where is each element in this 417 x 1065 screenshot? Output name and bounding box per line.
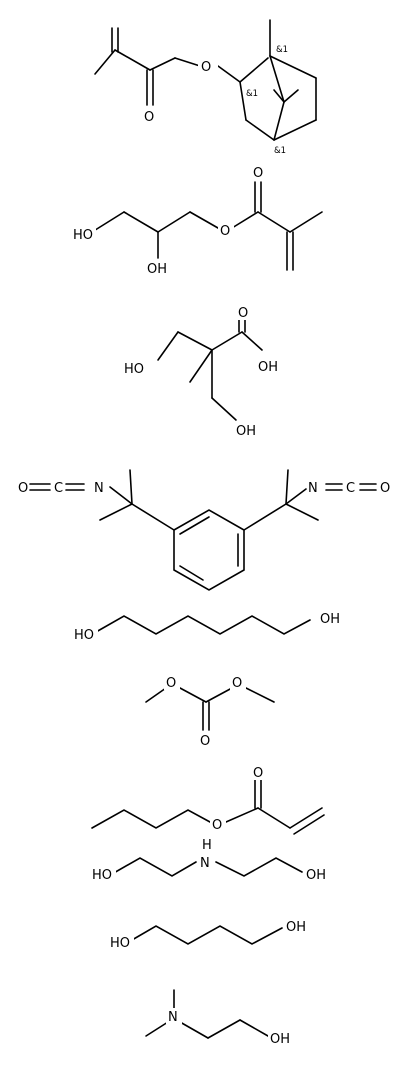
atom-o-ester: O: [212, 818, 222, 833]
atom-oh-right: OH: [306, 868, 326, 883]
molecule-dimethyl-carbonate: O O O: [145, 674, 275, 749]
atom-oh-right: OH: [286, 920, 306, 935]
atom-oh-acid: OH: [258, 360, 278, 375]
atom-oh1: HO: [73, 228, 93, 243]
atom-o-carbonyl: O: [253, 766, 263, 781]
atom-oh-left: HO: [124, 362, 144, 377]
atom-oh-left: HO: [92, 868, 112, 883]
molecule-diethanolamine: HO H N OH: [90, 838, 330, 883]
atom-oh: OH: [270, 1032, 290, 1047]
atom-o-ester: O: [220, 224, 230, 239]
molecule-glycerol-monomethacrylate: HO OH O O: [72, 164, 323, 277]
atom-o-carbonyl: O: [253, 166, 263, 181]
atom-oh-right: OH: [320, 612, 340, 627]
molecule-butyl-acrylate: O O: [91, 764, 325, 835]
molecule-hexanediol: HO OH: [72, 610, 344, 643]
atom-o-carbonyl: O: [238, 306, 248, 321]
stereo-label: &1: [274, 146, 286, 156]
atom-nh: H: [202, 838, 212, 853]
atom-c-left: C: [54, 481, 63, 496]
molecule-dimethylolpropionic-acid: O OH HO OH: [122, 304, 282, 439]
atom-o-carbonyl: O: [200, 734, 210, 749]
molecule-dimethylaminoethanol: N OH: [145, 989, 294, 1047]
atom-o-right: O: [232, 676, 242, 691]
molecule-tmxdi: O C N N C O: [18, 469, 390, 591]
atom-c-right: C: [346, 481, 355, 496]
stereo-label: &1: [276, 45, 288, 55]
atom-n-right: N: [308, 481, 318, 496]
atom-o-right: O: [380, 481, 390, 496]
atom-oh-left: HO: [74, 628, 94, 643]
atom-n-left: N: [94, 481, 104, 496]
stereo-label: &1: [246, 89, 258, 99]
atom-o-left: O: [18, 481, 28, 496]
atom-o-left: O: [166, 676, 176, 691]
atom-oh-left: HO: [110, 936, 130, 951]
molecule-isobornyl-methacrylate: O O &1 &1 &1: [94, 19, 317, 156]
atom-oh-bottom: OH: [236, 424, 256, 439]
atom-o-ester: O: [201, 60, 211, 75]
atom-n: N: [168, 1010, 178, 1025]
molecule-butanediol: HO OH: [108, 918, 310, 951]
atom-oh2: OH: [147, 262, 167, 277]
atom-o-carbonyl: O: [144, 110, 154, 125]
atom-n: N: [200, 856, 210, 871]
